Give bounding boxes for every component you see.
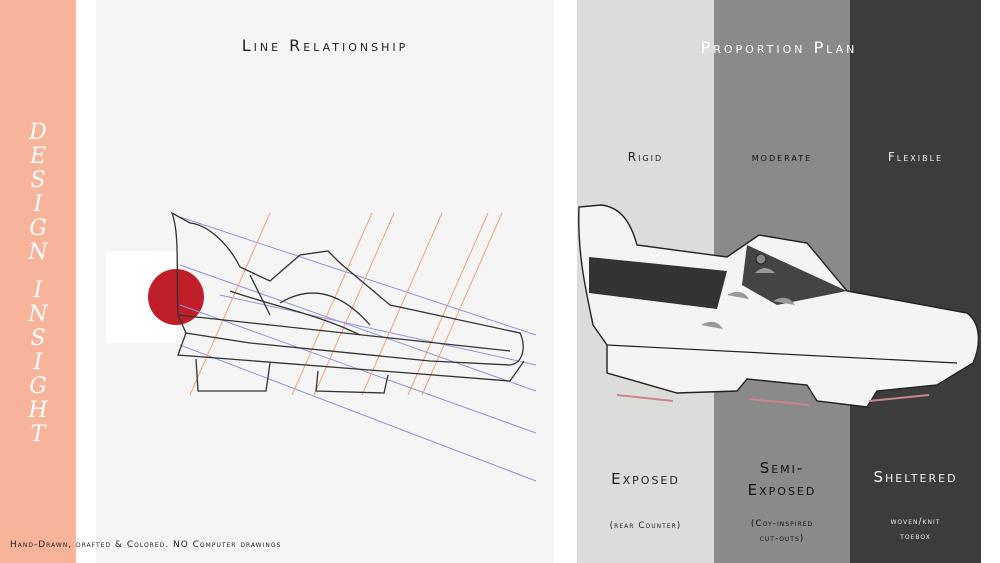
zone-label-exposed: Exposed — [577, 468, 714, 490]
sidebar-title-letter: N — [28, 302, 48, 327]
midfoot-panel — [742, 245, 847, 305]
sidebar-title-letter: I — [33, 192, 43, 217]
column-heading-moderate: moderate — [751, 150, 813, 164]
sidebar-title-letter: S — [30, 326, 46, 351]
sidebar-title-letter: N — [28, 240, 48, 265]
column-heading-rigid: Rigid — [627, 150, 664, 164]
note-rear-counter: (rear Counter) — [577, 519, 714, 534]
sidebar-title-letter: H — [28, 398, 48, 423]
zone-label-line: Exposed — [611, 470, 680, 488]
zone-label-line-2: Exposed — [747, 481, 817, 499]
zone-label-sheltered: Sheltered — [850, 466, 981, 488]
heel-strap — [589, 257, 727, 309]
band-flexible — [850, 0, 981, 563]
note-line: (Coy-inspired — [750, 519, 814, 529]
accent-circle — [148, 269, 204, 325]
note-koi-cutouts: (Coy-inspired cut-outs) — [714, 517, 850, 547]
zone-label-line: Sheltered — [873, 468, 958, 486]
drawing-method-note: Hand-Drawn, drafted & Colored. NO Comput… — [10, 540, 282, 550]
note-line-2: toebox — [900, 532, 931, 542]
note-line: (rear Counter) — [609, 521, 682, 531]
sidebar-title-letter: I — [33, 278, 43, 303]
sidebar-title-letter: S — [30, 168, 46, 193]
sidebar-title-letter: G — [29, 374, 47, 399]
sidebar-title-letter: I — [33, 350, 43, 375]
proportion-plan-title: Proportion Plan — [700, 38, 858, 57]
note-woven-toebox: woven/knit toebox — [850, 515, 981, 545]
sole-line — [606, 344, 958, 364]
note-line-2: cut-outs) — [759, 534, 805, 544]
column-heading-flexible: Flexible — [887, 150, 944, 164]
note-line: woven/knit — [890, 517, 941, 527]
sidebar-title-letter: G — [29, 216, 47, 241]
blue-guide-lines — [179, 216, 537, 482]
line-relationship-sketch — [106, 211, 537, 482]
outsole-pink-edge — [616, 394, 930, 406]
sidebar-title-letter: T — [30, 422, 46, 447]
shoe-outline — [170, 211, 525, 394]
zone-label-line: Semi- — [759, 459, 805, 477]
sidebar-title-letter: D — [29, 120, 47, 145]
line-relationship-title: Line Relationship — [241, 36, 409, 55]
zone-label-semi-exposed: Semi- Exposed — [714, 457, 850, 501]
eyelet — [755, 253, 767, 265]
proportion-plan-sketch — [578, 204, 980, 408]
koi-cutouts — [701, 268, 795, 329]
sidebar-title-letter: E — [29, 144, 47, 169]
shoe-body — [578, 204, 980, 408]
